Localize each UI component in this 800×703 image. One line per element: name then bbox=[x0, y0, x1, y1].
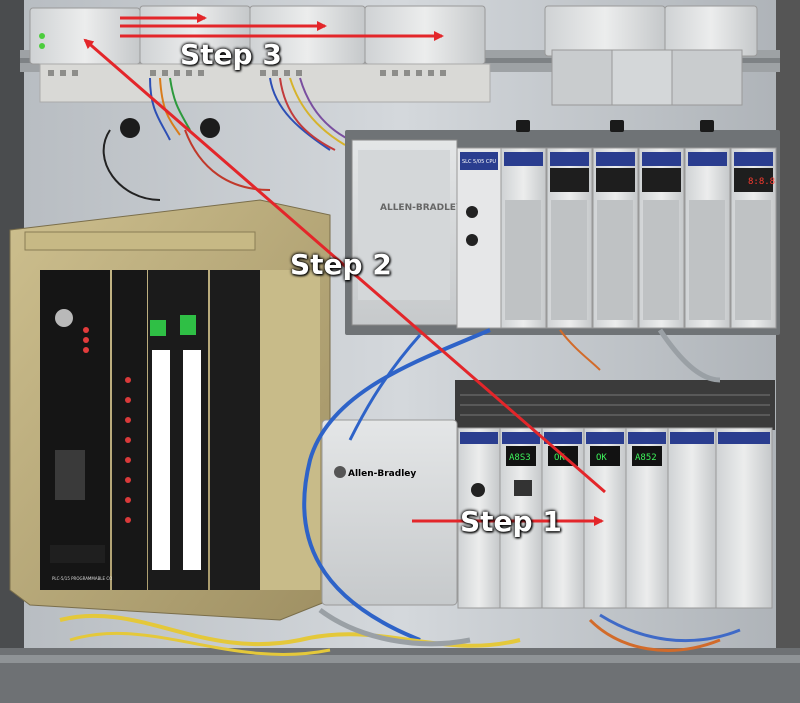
display-c: OK bbox=[596, 453, 607, 463]
plc5-chassis: PLC-5/15 PROGRAMMABLE CONTROLLER bbox=[9, 199, 331, 621]
display-a: A8S3 bbox=[509, 453, 531, 463]
slc-rack: ALLEN-BRADLEY SLC 5/05 CPU 8:8.8 bbox=[345, 120, 780, 335]
svg-text:ALLEN-BRADLEY: ALLEN-BRADLEY bbox=[380, 203, 463, 213]
top-io-modules bbox=[29, 5, 758, 106]
step1-label: Step 1 bbox=[460, 505, 562, 538]
cable-gland bbox=[120, 118, 140, 138]
plc5-label: PLC-5/15 PROGRAMMABLE CONTROLLER bbox=[52, 576, 134, 581]
display-d: A852 bbox=[635, 453, 657, 463]
slc-cpu-label: SLC 5/05 CPU bbox=[462, 159, 496, 165]
right-door-edge bbox=[776, 0, 800, 703]
plc5-processor bbox=[40, 270, 110, 590]
controllogix-rack: Allen-Bradley A8S3 OK OK A852 bbox=[321, 380, 775, 609]
cl-power-supply bbox=[321, 419, 458, 606]
step2-label: Step 2 bbox=[290, 248, 392, 281]
cabling bbox=[59, 328, 741, 656]
step3-arrows bbox=[120, 13, 444, 41]
slc-cpu bbox=[456, 147, 502, 329]
seven-seg-display: 8:8.8 bbox=[748, 177, 775, 187]
step3-label: Step 3 bbox=[180, 38, 282, 71]
display-b: OK bbox=[554, 453, 565, 463]
cable-gland bbox=[200, 118, 220, 138]
brand-label: Allen-Bradley bbox=[348, 469, 416, 479]
step2-arrow bbox=[83, 38, 606, 494]
